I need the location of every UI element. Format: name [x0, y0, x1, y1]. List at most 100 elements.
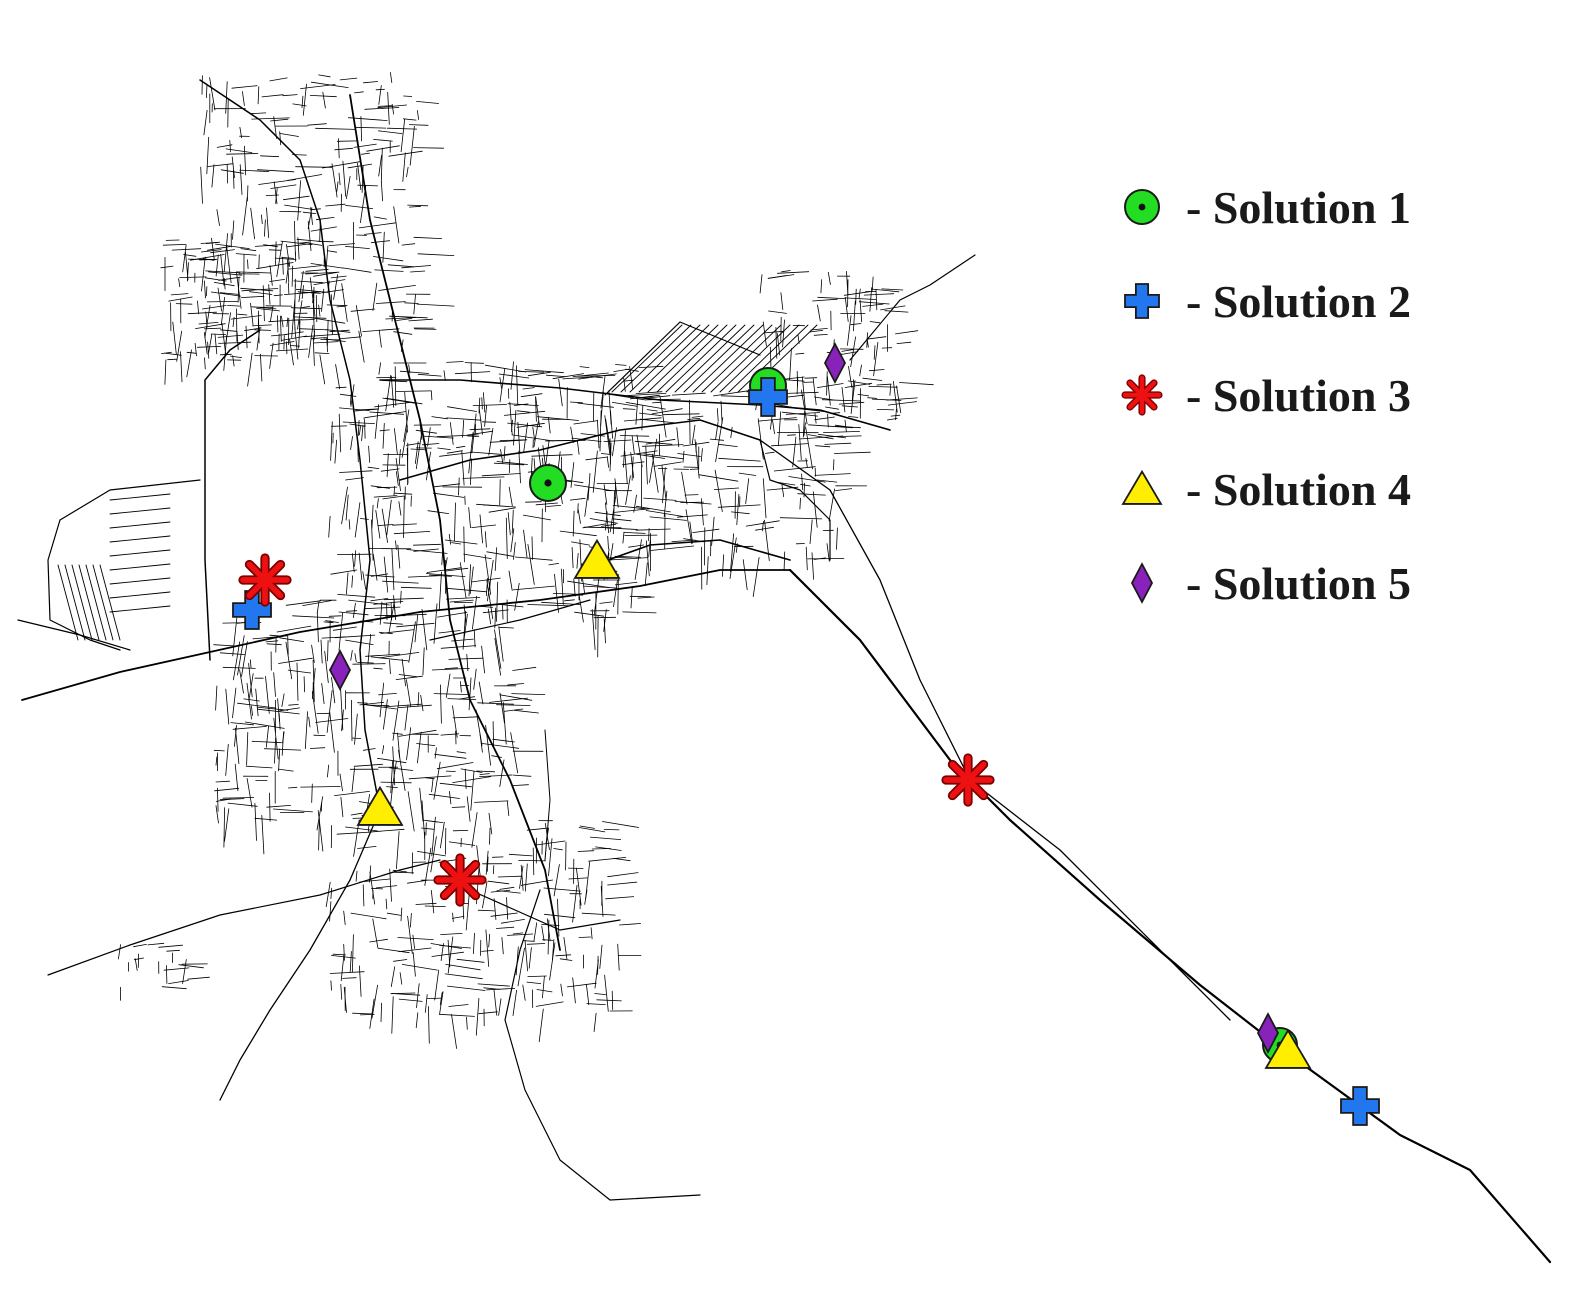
street-north [364, 232, 382, 235]
street-center [406, 549, 448, 554]
street-center [577, 375, 616, 377]
block-street [109, 507, 171, 515]
street-northwest [237, 313, 248, 316]
street-center [481, 421, 497, 423]
street-center [507, 512, 511, 536]
street-center [599, 410, 602, 452]
street-northeast [826, 371, 828, 396]
street-south-center [265, 676, 270, 714]
street-north [385, 317, 417, 320]
street-south-center [265, 725, 269, 748]
street-north [404, 302, 419, 304]
street-south-center [452, 716, 479, 719]
street-south-center [471, 812, 478, 848]
street-center [604, 415, 611, 455]
street-northwest [317, 240, 334, 243]
block-street [109, 591, 171, 599]
street-center [433, 492, 465, 498]
street-south-center [401, 658, 406, 687]
street-south-center [351, 699, 353, 742]
street-east [792, 436, 797, 468]
road-stub [544, 729, 551, 861]
street-southwest-cluster [163, 967, 190, 971]
street-south-center [285, 600, 321, 606]
street-center [393, 486, 395, 496]
street-south [380, 1002, 382, 1022]
street-north [378, 329, 382, 348]
street-center [415, 429, 437, 434]
street-south [400, 907, 403, 922]
street-center [468, 564, 471, 597]
road-south-west [47, 859, 441, 976]
street-north [280, 315, 282, 342]
street-south [399, 972, 403, 985]
street-northwest [299, 241, 310, 244]
street-south-center [292, 615, 335, 619]
street-south-center [340, 796, 344, 818]
street-south [611, 990, 614, 1010]
street-center [371, 504, 374, 529]
street-south-center [317, 810, 324, 852]
street-northwest [186, 349, 192, 378]
street-center [614, 508, 650, 513]
street-north [378, 85, 382, 105]
street-south [512, 989, 517, 1016]
street-south-center [383, 699, 388, 730]
street-south-center [234, 763, 239, 792]
street-northwest [187, 262, 189, 282]
street-northeast [795, 352, 805, 355]
street-northeast [859, 364, 862, 377]
street-east [684, 494, 699, 496]
street-south-center [499, 759, 505, 787]
street-north [342, 160, 347, 197]
legend-item-solution-5: - Solution 5 [1118, 536, 1478, 630]
street-east [757, 417, 797, 422]
street-south [367, 828, 405, 833]
street-south-center [456, 751, 467, 754]
street-center [334, 439, 337, 464]
street-center [437, 612, 468, 618]
street-east [715, 417, 724, 463]
street-north [380, 147, 383, 183]
street-northwest [321, 288, 325, 312]
street-northwest [329, 329, 350, 333]
street-center [438, 571, 442, 611]
street-northeast [862, 377, 883, 381]
street-northwest [313, 271, 338, 277]
street-north [225, 81, 228, 114]
street-northeast [781, 376, 805, 380]
street-east [701, 498, 704, 526]
street-center [600, 376, 606, 409]
street-south-center [273, 717, 279, 760]
street-center [527, 371, 551, 377]
street-east [634, 440, 673, 445]
street-south-center [311, 668, 316, 700]
street-south-center [506, 800, 510, 816]
street-center [394, 492, 413, 495]
street-south-center [421, 800, 426, 839]
block-street [109, 605, 171, 613]
street-south-center [494, 638, 501, 676]
street-center [357, 439, 359, 463]
street-south-center [488, 812, 493, 835]
block-street [92, 564, 114, 641]
street-east [787, 434, 796, 436]
street-south-center [466, 654, 469, 672]
street-north [242, 197, 248, 236]
street-south [486, 988, 516, 991]
street-south [541, 925, 545, 942]
street-east [706, 556, 709, 586]
street-center [371, 519, 374, 561]
street-south-center [215, 805, 219, 824]
street-center [398, 501, 402, 516]
street-south [526, 827, 548, 831]
street-east [689, 399, 691, 445]
street-center [381, 508, 388, 543]
street-south [522, 984, 526, 1001]
street-east [752, 557, 760, 597]
street-south [439, 945, 471, 949]
street-south-center [428, 793, 460, 799]
street-south [447, 985, 486, 991]
street-south [385, 898, 388, 910]
street-south [439, 1013, 475, 1017]
